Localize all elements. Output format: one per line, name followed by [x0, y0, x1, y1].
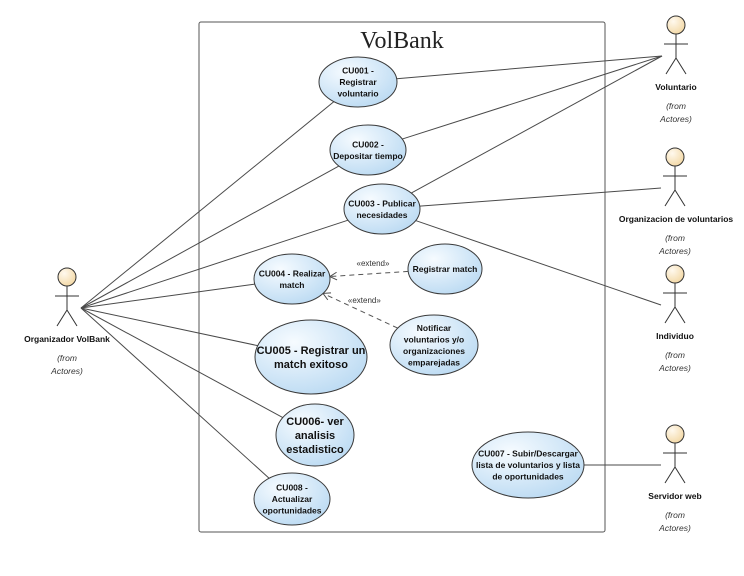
use-case-label: Actualizar	[272, 494, 313, 504]
extend-label: «extend»	[357, 259, 390, 268]
use-case-label: Depositar tiempo	[333, 151, 402, 161]
association-individuo-cu003	[415, 220, 662, 306]
association-organizador-cu004	[80, 283, 255, 309]
actor-name: Organizacion de voluntarios	[619, 214, 734, 224]
use-case-cu001[interactable]: CU001 -Registrar voluntario	[318, 56, 398, 108]
actor-from-label: (from	[665, 350, 685, 360]
relationships-layer: «extend» «extend»	[80, 55, 663, 479]
use-case-label: CU006- ver	[286, 416, 344, 428]
use-case-label: match exitoso	[274, 359, 348, 371]
use-case-registrar-match[interactable]: Registrar match	[407, 243, 483, 295]
actor-name: Servidor web	[648, 491, 701, 501]
actor-from-label: Actores)	[658, 363, 691, 373]
association-voluntario-cu001	[396, 55, 663, 80]
actor-name: Voluntario	[655, 82, 696, 92]
actor-from-label: (from	[57, 353, 77, 363]
use-case-label: CU008 -	[276, 483, 308, 493]
use-case-label: CU002 -	[352, 139, 384, 149]
use-case-ellipse	[407, 243, 483, 295]
system-boundary	[198, 21, 606, 533]
use-case-label: organizaciones	[403, 346, 465, 356]
use-case-cu003[interactable]: CU003 - Publicar necesidades	[343, 183, 421, 235]
use-case-ellipse	[275, 403, 355, 467]
actor-from-label: Actores)	[50, 366, 83, 376]
use-case-label: analisis	[295, 430, 335, 442]
extend-notificar	[322, 292, 398, 329]
use-case-label: oportunidades	[262, 506, 321, 516]
use-case-label: voluntarios y/o	[404, 334, 464, 344]
use-case-cu008[interactable]: CU008 -Actualizar oportunidades	[253, 472, 331, 526]
use-case-label: estadistico	[286, 444, 344, 456]
actor-name: Organizador VolBank	[24, 334, 110, 344]
actor-icon	[665, 264, 685, 284]
association-organizador-cu002	[80, 165, 340, 309]
association-organizador-cu003	[80, 219, 349, 309]
actor-icon	[57, 267, 77, 287]
actor-name: Individuo	[656, 331, 694, 341]
use-case-ellipse	[254, 319, 368, 395]
use-case-cu005[interactable]: CU005 - Registrar un match exitoso	[254, 319, 368, 395]
use-case-label: CU005 - Registrar un	[257, 345, 366, 357]
actor-body	[663, 283, 687, 324]
use-case-label: match	[279, 280, 304, 290]
actor-from-label: (from	[666, 101, 686, 111]
use-case-ellipse	[343, 183, 421, 235]
actor-body	[55, 286, 79, 327]
actor-body	[664, 34, 688, 75]
use-case-ellipse	[253, 253, 331, 305]
actor-body	[663, 166, 687, 207]
actor-icon	[665, 147, 685, 167]
use-case-label: necesidades	[356, 210, 407, 220]
association-organizacion-cu003	[419, 187, 662, 207]
use-case-label: Registrar	[339, 77, 377, 87]
association-voluntario-cu003	[410, 55, 663, 194]
association-organizador-cu006	[80, 307, 284, 418]
use-case-label: de oportunidades	[492, 472, 564, 482]
use-case-cu006[interactable]: CU006- ver analisis estadistico	[275, 403, 355, 467]
actors-layer: Organizador VolBank(fromActores)Voluntar…	[24, 15, 734, 533]
use-case-ellipse	[253, 472, 331, 526]
use-case-label: CU001 -	[342, 66, 374, 76]
use-case-label: emparejadas	[408, 357, 460, 367]
use-case-label: Registrar match	[413, 264, 478, 274]
actor-from-label: Actores)	[659, 114, 692, 124]
use-case-ellipse	[318, 56, 398, 108]
association-voluntario-cu002	[402, 55, 663, 140]
use-case-cu002[interactable]: CU002 - Depositar tiempo	[329, 124, 407, 176]
use-case-label: CU004 - Realizar	[259, 268, 326, 278]
association-organizador-cu008	[80, 307, 270, 479]
use-case-label: CU007 - Subir/Descargar	[478, 449, 578, 459]
actor-icon	[665, 424, 685, 444]
extend-label: «extend»	[348, 296, 381, 305]
use-case-label: CU003 - Publicar	[348, 198, 416, 208]
system-title: VolBank	[360, 28, 444, 54]
extend-registrar-match	[329, 270, 409, 278]
actor-icon	[666, 15, 686, 35]
actor-from-label: Actores)	[658, 523, 691, 533]
use-case-ellipse	[329, 124, 407, 176]
use-case-cu004[interactable]: CU004 - Realizar match	[253, 253, 331, 305]
use-case-label: voluntario	[337, 89, 378, 99]
actor-from-label: (from	[665, 510, 685, 520]
use-case-label: Notificar	[417, 323, 452, 333]
actor-from-label: (from	[665, 233, 685, 243]
association-organizador-cu005	[80, 307, 258, 347]
use-case-ellipse	[389, 314, 479, 376]
use-case-ellipse	[471, 431, 585, 499]
actor-from-label: Actores)	[658, 246, 691, 256]
use-case-label: lista de voluntarios y lista	[476, 460, 580, 470]
association-organizador-cu001	[80, 101, 335, 309]
actor-body	[663, 443, 687, 484]
